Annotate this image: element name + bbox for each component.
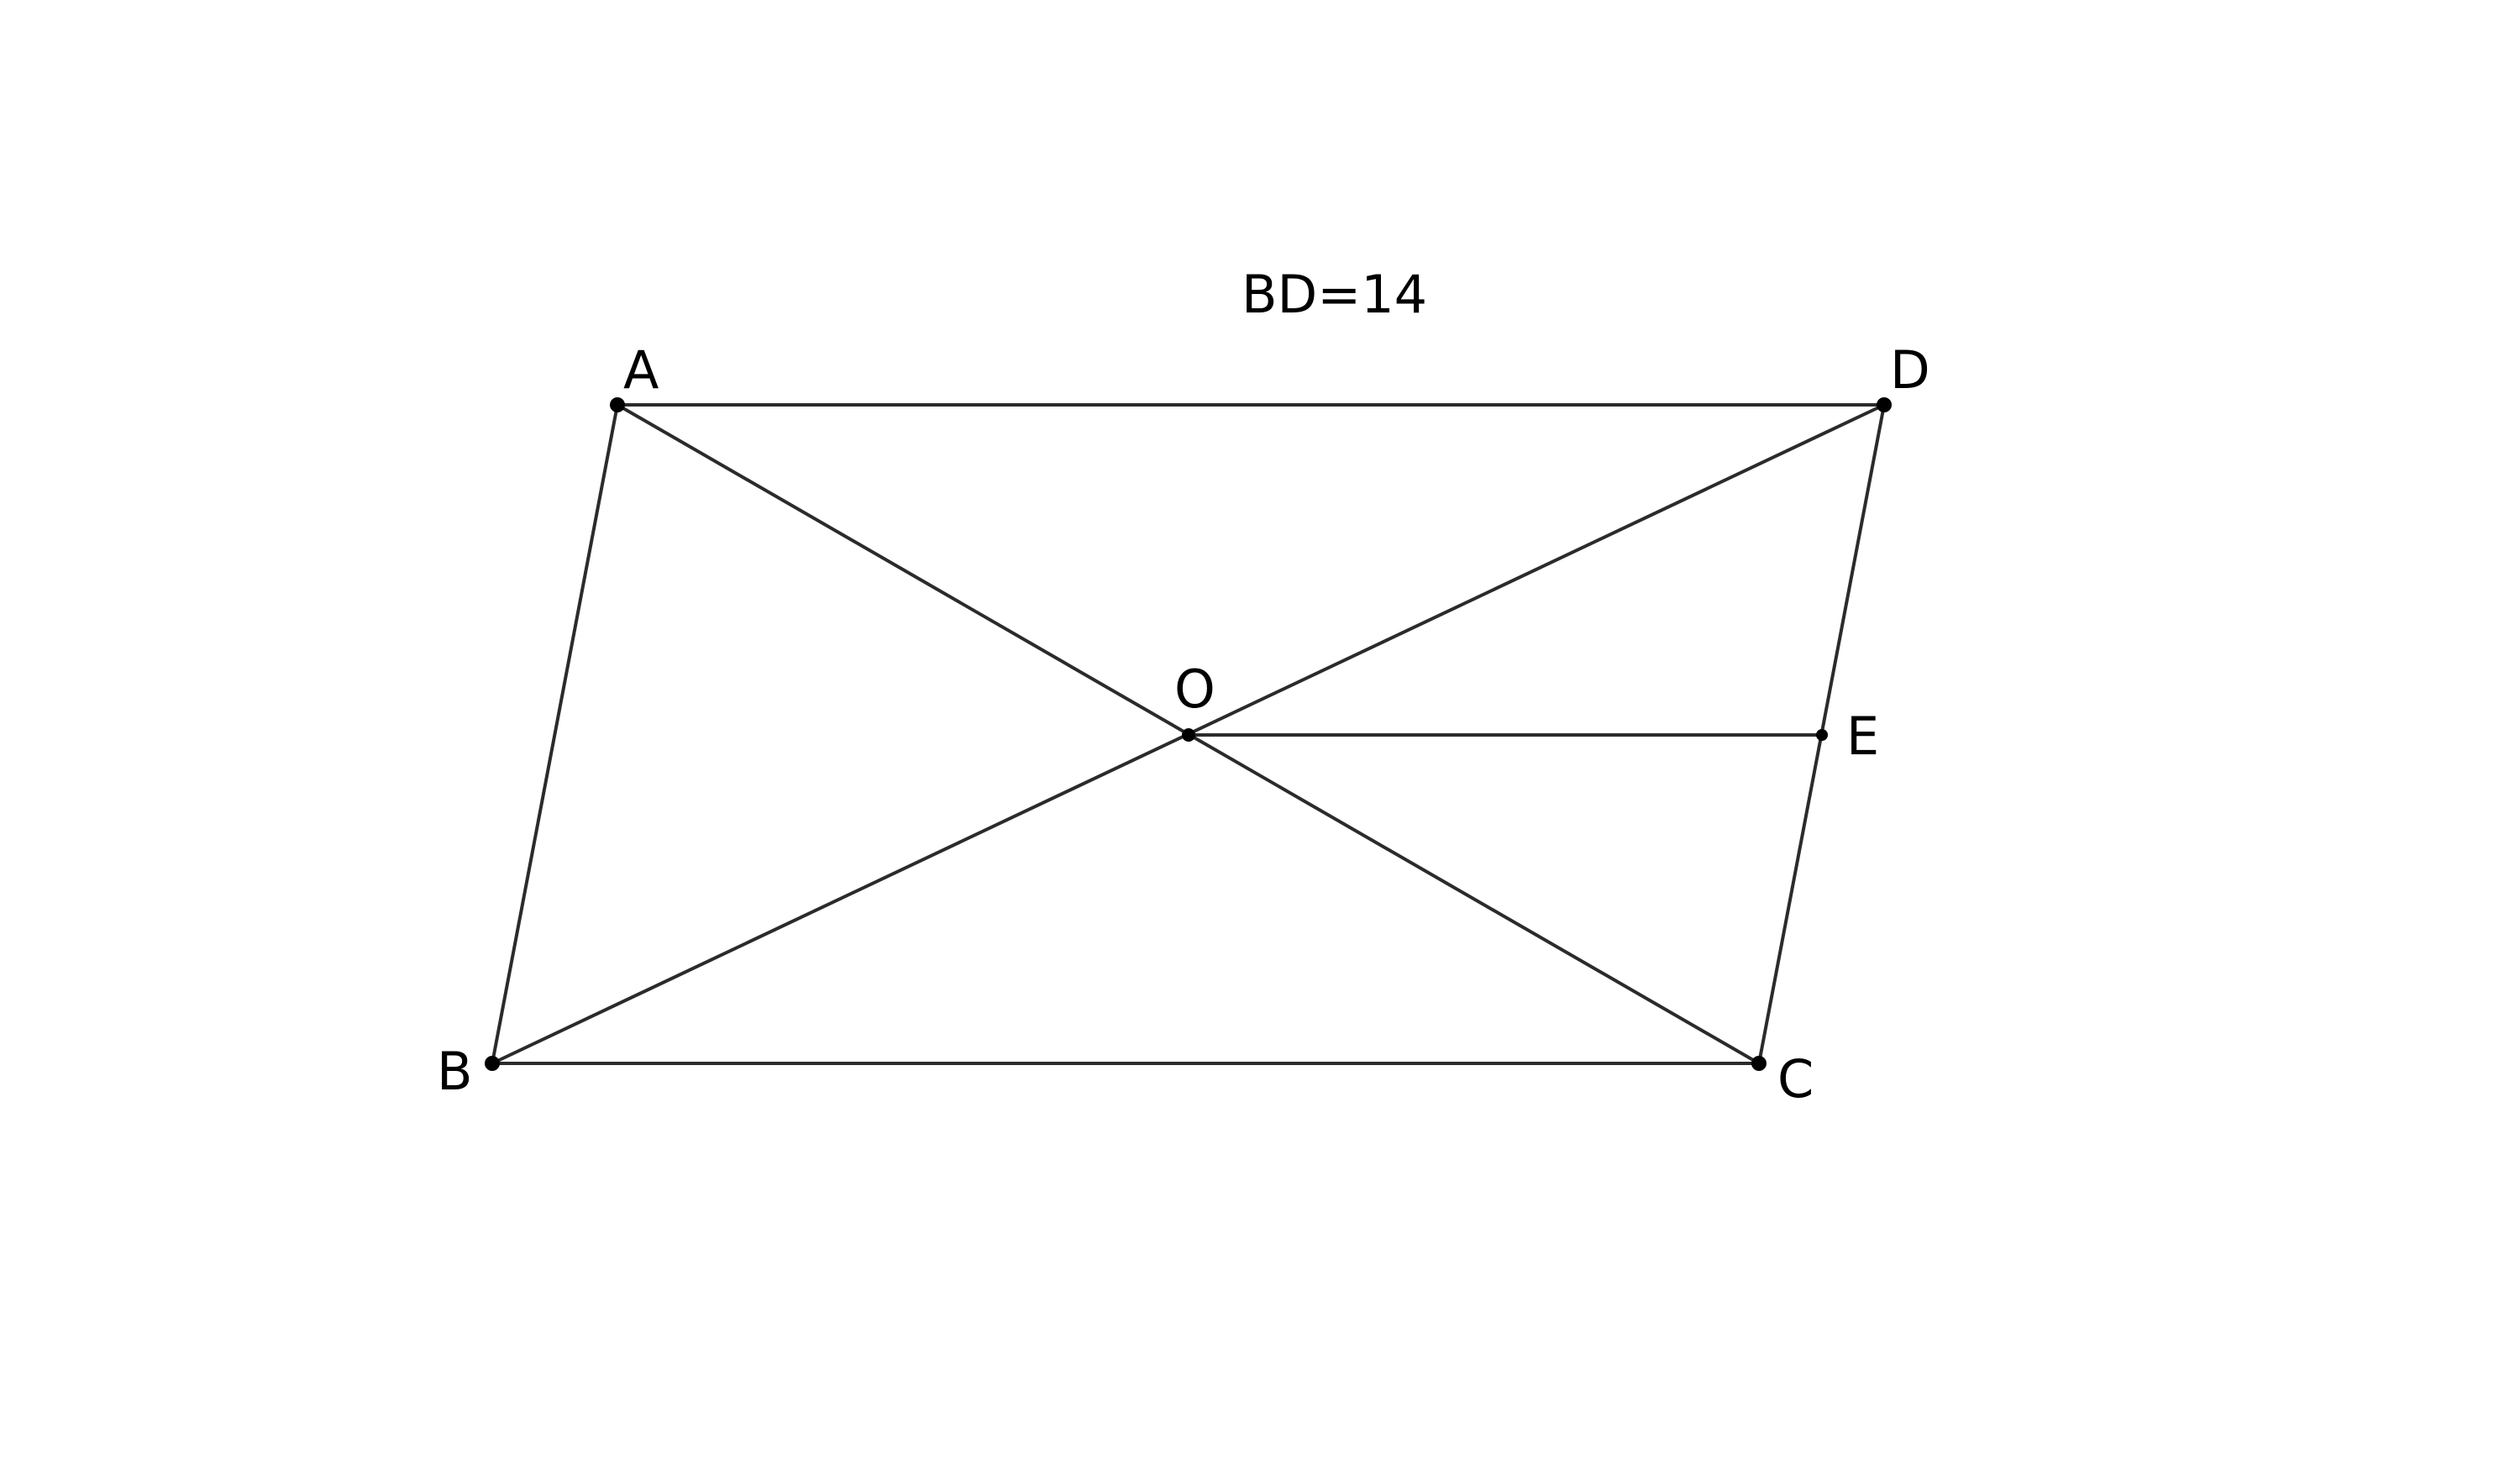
- segment-ab: [491, 403, 619, 1065]
- point-e: [1816, 729, 1828, 741]
- label-e: E: [1846, 706, 1879, 767]
- point-b: [485, 1056, 500, 1071]
- point-a: [610, 397, 625, 412]
- bd-length-annotation: BD=14: [1242, 264, 1427, 325]
- label-a: A: [623, 339, 659, 401]
- label-c: C: [1777, 1048, 1814, 1110]
- point-o: [1182, 728, 1195, 742]
- label-d: D: [1890, 339, 1930, 401]
- point-c: [1751, 1056, 1767, 1071]
- point-d: [1877, 397, 1892, 412]
- label-b: B: [437, 1041, 473, 1102]
- label-o: O: [1174, 659, 1215, 720]
